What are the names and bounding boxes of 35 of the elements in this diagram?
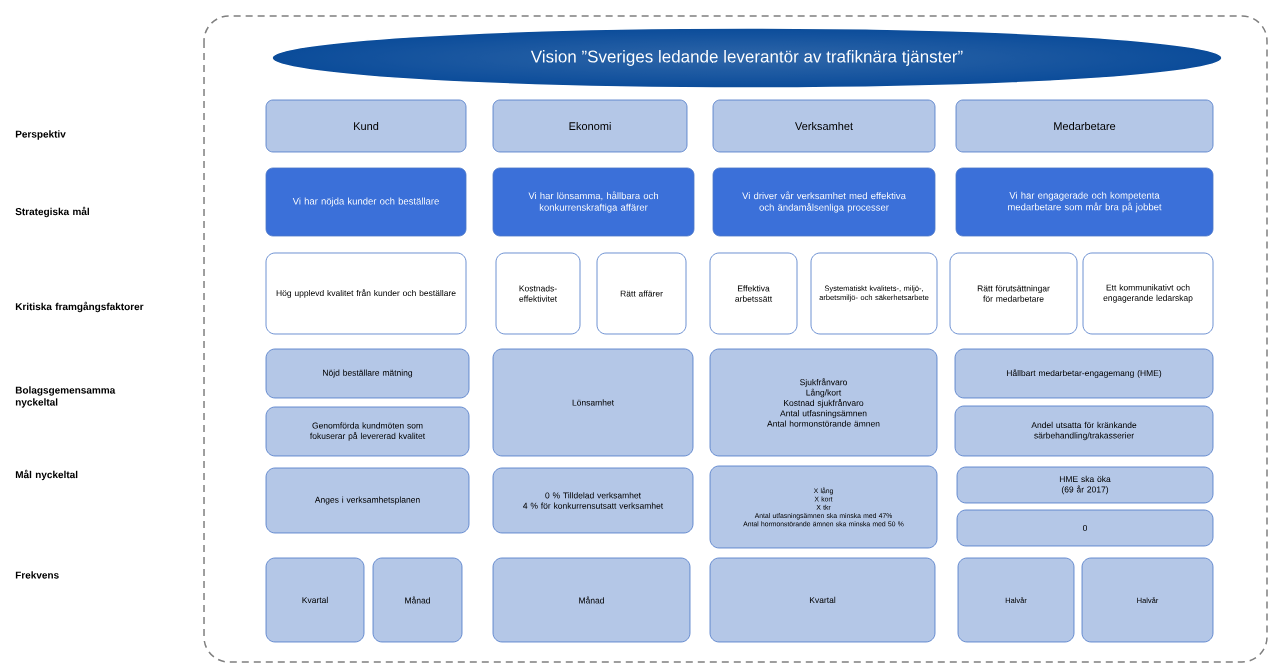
goal-box: Vi har engagerade och kompetenta medarbetare som mår bra på jobbet <box>955 167 1214 237</box>
factor-box: Rätt förutsättningar för medarbetare <box>949 252 1078 335</box>
metric-box: Genomförda kundmöten som fokuserar på levererad kvalitet <box>265 406 470 457</box>
factor-box: Hög upplevd kvalitet från kunder och beställare <box>265 252 467 335</box>
metric-box: HME ska öka (69 år 2017) <box>956 466 1214 504</box>
metric-box: Nöjd beställare mätning <box>265 348 470 399</box>
perspective-box: Ekonomi <box>492 99 688 153</box>
goal-box: Vi har lönsamma, hållbara och konkurrenskraftiga affärer <box>492 167 695 237</box>
row-label: Bolagsgemensamma nyckeltal <box>15 386 116 408</box>
factor-box: Rätt affärer <box>596 252 687 335</box>
row-label: Mål nyckeltal <box>15 469 78 481</box>
ellipse-banner: Vision ”Sveriges ledande leverantör av trafiknära tjänster” <box>271 27 1223 89</box>
row-label: Kritiska framgångsfaktorer <box>15 301 144 313</box>
perspective-box: Medarbetare <box>955 99 1214 153</box>
row-label: Frekvens <box>15 571 59 579</box>
metric-box: Månad <box>372 557 463 643</box>
perspective-box: Verksamhet <box>712 99 936 153</box>
metric-box: 0 % Tilldelad verksamhet 4 % för konkurrensutsatt verksamhet <box>492 467 694 534</box>
metric-box: Månad <box>492 557 691 643</box>
metric-box: Lönsamhet <box>492 348 694 457</box>
metric-box: Andel utsatta för kränkande särbehandling/trakasserier <box>954 405 1214 457</box>
goal-box: Vi driver vår verksamhet med effektiva och ändamålsenliga processer <box>712 167 936 237</box>
metric-box: Kvartal <box>709 557 936 643</box>
metric-box: Kvartal <box>265 557 365 643</box>
perspective-box: Kund <box>265 99 467 153</box>
metric-box: Anges i verksamhetsplanen <box>265 467 470 534</box>
row-label: Strategiska mål <box>15 206 89 218</box>
row-label: Perspektiv <box>15 130 66 140</box>
factor-box: Effektiva arbetssätt <box>709 252 798 335</box>
goal-box: Vi har nöjda kunder och beställare <box>265 167 467 237</box>
factor-box: Ett kommunikativt och engagerande ledarskap <box>1082 252 1214 335</box>
metric-box: Hållbart medarbetar-engagemang (HME) <box>954 348 1214 399</box>
metric-box: Sjukfrånvaro Lång/kort Kostnad sjukfrånvaro Antal utfasningsämnen Antal hormonstörande ämnen <box>709 348 938 457</box>
metric-box: 0 <box>956 509 1214 547</box>
factor-box: Kostnads-effektivitet <box>495 252 581 335</box>
